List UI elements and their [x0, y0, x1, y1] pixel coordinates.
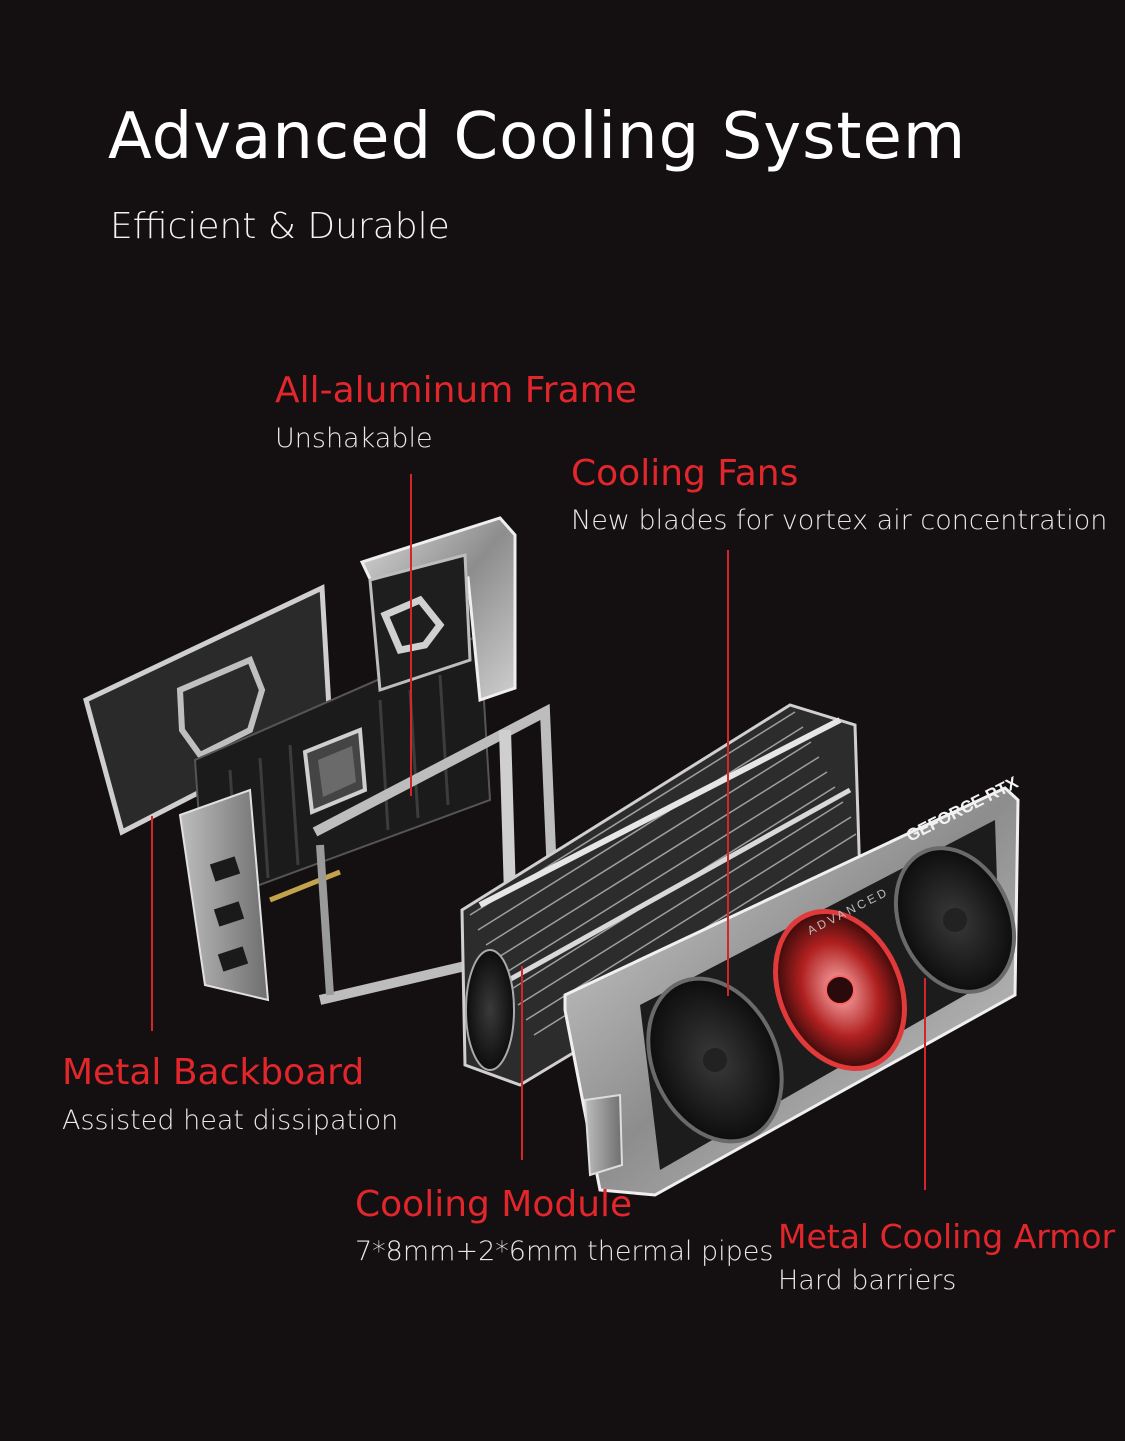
backboard-leader-line: [151, 816, 153, 1031]
page-title: Advanced Cooling System: [108, 100, 967, 174]
page-subtitle: Efficient & Durable: [110, 206, 450, 247]
frame-shape: [359, 516, 517, 703]
backboard-callout-desc: Assisted heat dissipation: [62, 1105, 399, 1136]
armor-callout-desc: Hard barriers: [778, 1265, 957, 1296]
module-callout-title: Cooling Module: [355, 1184, 633, 1225]
fans-callout-desc: New blades for vortex air concentration: [571, 505, 1108, 536]
fans-leader-line: [727, 550, 729, 996]
fans-callout-title: Cooling Fans: [571, 453, 799, 494]
armor-leader-line: [924, 978, 926, 1190]
pcb-shape: [193, 633, 492, 907]
frame-callout-title: All-aluminum Frame: [275, 370, 637, 411]
backboard-callout-title: Metal Backboard: [62, 1052, 365, 1093]
shroud-shape: [563, 786, 1020, 1197]
armor-callout-title: Metal Cooling Armor: [778, 1217, 1116, 1256]
heatsink-shape: [460, 703, 862, 1087]
io-bracket-shape: [178, 788, 270, 1002]
frame-leader-line: [410, 474, 412, 796]
frame-callout-desc: Unshakable: [275, 423, 433, 454]
module-leader-line: [521, 966, 523, 1160]
module-callout-desc: 7*8mm+2*6mm thermal pipes: [355, 1236, 774, 1267]
